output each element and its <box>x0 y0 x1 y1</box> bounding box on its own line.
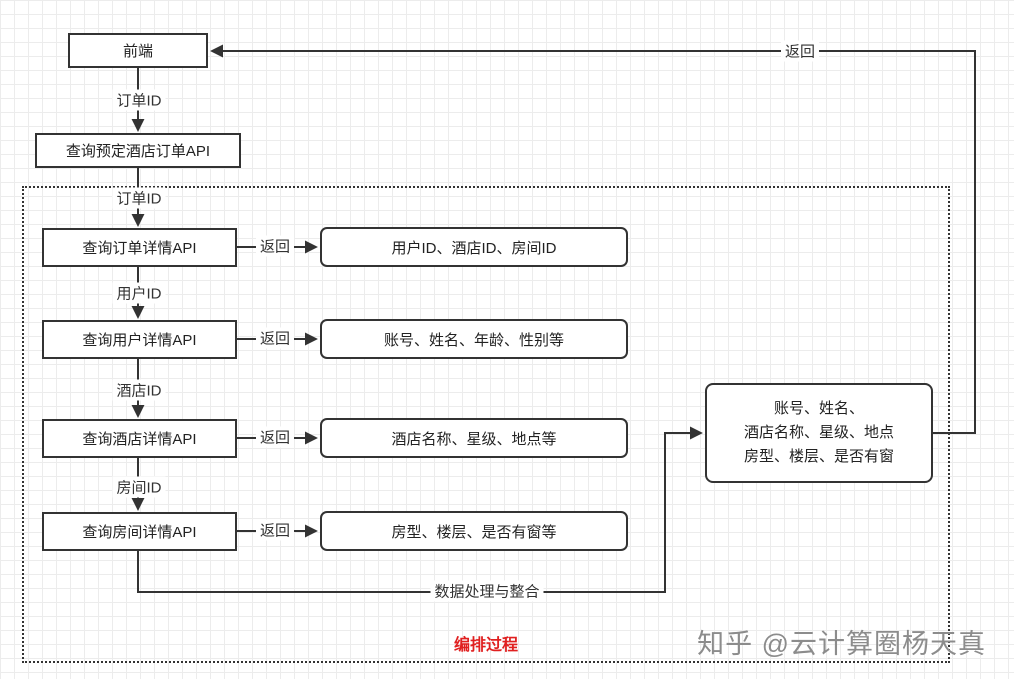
aggregate-line-1: 账号、姓名、 <box>773 400 864 417</box>
edge-label-return-to-frontend: 返回 <box>780 40 820 62</box>
watermark-text: 知乎 @云计算圈杨天真 <box>697 629 986 659</box>
edge-label-return-row1: 返回 <box>255 327 295 349</box>
api-node-user-detail: 查询用户详情API <box>42 320 237 359</box>
api-node-order-detail: 查询订单详情API <box>42 228 237 267</box>
result-node-room-detail: 房型、楼层、是否有窗等 <box>320 511 628 551</box>
edge-label-merge: 数据处理与整合 <box>430 580 544 602</box>
aggregate-result-node: 账号、姓名、 酒店名称、星级、地点 房型、楼层、是否有窗 <box>705 383 933 483</box>
aggregate-line-3: 房型、楼层、是否有窗 <box>743 448 894 465</box>
edge-label-user-id: 用户ID <box>112 282 166 304</box>
aggregate-line-2: 酒店名称、星级、地点 <box>743 424 894 441</box>
api-node-room-detail: 查询房间详情API <box>42 512 237 551</box>
edge-label-hotel-id: 酒店ID <box>112 379 166 401</box>
edge-label-return-row3: 返回 <box>255 519 295 541</box>
result-node-order-detail: 用户ID、酒店ID、房间ID <box>320 227 628 267</box>
frontend-node: 前端 <box>68 33 208 68</box>
edge-label-return-row0: 返回 <box>255 235 295 257</box>
edge-label-room-id: 房间ID <box>112 476 166 498</box>
entry-api-node: 查询预定酒店订单API <box>35 133 241 168</box>
result-node-user-detail: 账号、姓名、年龄、性别等 <box>320 319 628 359</box>
edge-label-order-id: 订单ID <box>112 187 166 209</box>
api-node-hotel-detail: 查询酒店详情API <box>42 419 237 458</box>
edge-label-return-row2: 返回 <box>255 426 295 448</box>
result-node-hotel-detail: 酒店名称、星级、地点等 <box>320 418 628 458</box>
edge-label-order-id-entry: 订单ID <box>112 89 166 111</box>
orchestration-frame-title: 编排过程 <box>453 637 519 654</box>
